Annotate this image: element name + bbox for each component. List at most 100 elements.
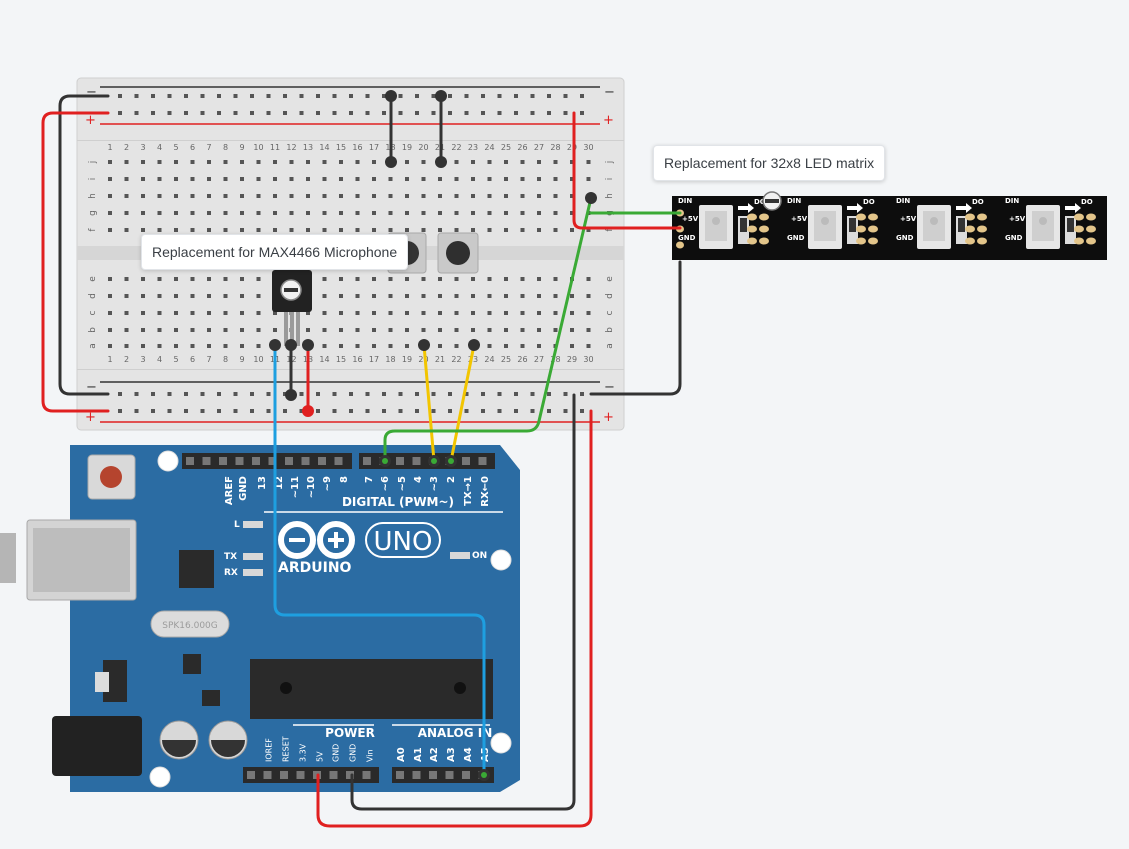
header-pin[interactable]: [186, 457, 194, 465]
column-label: 8: [223, 355, 228, 364]
pad-5v-label: +5V: [682, 215, 699, 223]
arduino-logo-icon: [278, 521, 355, 559]
pad-5v-label: +5V: [791, 215, 808, 223]
header-pin[interactable]: [462, 457, 470, 465]
arduino-brand: ARDUINO: [278, 560, 352, 576]
header-pin[interactable]: [219, 457, 227, 465]
led-on-label: ON: [472, 551, 487, 561]
row-label: e: [605, 276, 615, 282]
power-pin-label: IOREF: [265, 738, 274, 762]
header-pin[interactable]: [296, 771, 305, 779]
header-pin[interactable]: [280, 771, 288, 779]
potentiometer[interactable]: [272, 270, 312, 346]
column-label: 2: [124, 143, 129, 152]
column-label: 13: [303, 143, 313, 152]
digital-pin-label: 2: [446, 476, 457, 483]
column-label: 15: [336, 143, 346, 152]
digital-pin-label: ~3: [429, 476, 440, 491]
digital-pin-label: ~5: [397, 476, 408, 491]
digital-pin-label: ~11: [290, 476, 301, 498]
header-pin[interactable]: [235, 457, 244, 465]
column-label: 27: [534, 355, 544, 364]
column-label: 20: [418, 143, 428, 152]
digital-pin-label: TX→1: [463, 476, 474, 506]
pad-5v-label: +5V: [900, 215, 917, 223]
header-pin[interactable]: [329, 771, 338, 779]
arduino-uno-board[interactable]: SPK16.000G L TX RX ON ARDUINO UNO: [0, 445, 520, 792]
row-label: a: [88, 343, 98, 349]
header-pin[interactable]: [462, 771, 470, 779]
column-label: 30: [583, 355, 593, 364]
header-pin[interactable]: [412, 457, 421, 465]
wire-black-gnd-arduino: [350, 393, 576, 811]
arduino-model: UNO: [374, 527, 433, 557]
header-pin[interactable]: [346, 771, 354, 779]
column-label: 24: [484, 143, 494, 152]
column-label: 30: [583, 143, 593, 152]
column-label: 3: [140, 143, 145, 152]
column-label: 17: [369, 143, 379, 152]
row-label: h: [605, 193, 615, 199]
header-pin[interactable]: [412, 771, 421, 779]
header-pin[interactable]: [429, 771, 437, 779]
row-label: d: [605, 293, 615, 299]
column-label: 23: [468, 355, 478, 364]
wire-end: [285, 389, 297, 401]
column-label: 5: [173, 143, 178, 152]
header-pin[interactable]: [334, 457, 343, 465]
row-label: f: [605, 228, 615, 232]
push-button-right[interactable]: [437, 232, 479, 274]
wire-black-strip: [589, 260, 682, 396]
wire-yellow-btn2: [449, 343, 476, 463]
row-label: g: [88, 210, 98, 216]
header-pin[interactable]: [301, 457, 310, 465]
column-label: 11: [270, 143, 280, 152]
column-label: 28: [550, 143, 560, 152]
pad-gnd-label: GND: [678, 234, 696, 242]
wire-end: [269, 339, 281, 351]
header-pin[interactable]: [396, 771, 404, 779]
header-pin[interactable]: [268, 457, 277, 465]
header-pin[interactable]: [362, 771, 371, 779]
column-label: 18: [385, 355, 395, 364]
power-pin-label: GND: [332, 744, 341, 762]
header-pin[interactable]: [363, 457, 371, 465]
header-pin[interactable]: [263, 771, 272, 779]
column-label: 21: [435, 355, 445, 364]
header-pin[interactable]: [318, 457, 326, 465]
header-pin[interactable]: [478, 457, 487, 465]
header-pin[interactable]: [445, 771, 454, 779]
row-label: a: [605, 343, 615, 349]
column-label: 14: [319, 143, 329, 152]
wire-end: [302, 405, 314, 417]
column-label: 5: [173, 355, 178, 364]
wire-end: [385, 90, 397, 102]
column-label: 16: [352, 355, 362, 364]
digital-pin-label: ~10: [306, 476, 317, 498]
row-label: f: [88, 228, 98, 232]
column-label: 4: [157, 143, 162, 152]
digital-pin-label: 12: [274, 476, 285, 490]
column-label: 1: [107, 355, 112, 364]
digital-pin-label: 13: [257, 476, 268, 490]
header-pin[interactable]: [252, 457, 260, 465]
column-label: 12: [286, 143, 296, 152]
analog-pin-label: A1: [413, 747, 424, 762]
column-label: 7: [206, 143, 211, 152]
header-pin[interactable]: [285, 457, 293, 465]
row-label: c: [605, 310, 615, 315]
column-label: 23: [468, 143, 478, 152]
header-pin[interactable]: [202, 457, 211, 465]
power-pin-label: 3.3V: [299, 743, 308, 762]
wire-end: [302, 339, 314, 351]
header-pin[interactable]: [247, 771, 255, 779]
wire-endpoints: [269, 90, 597, 781]
rail-plus-top-right: +: [603, 113, 614, 128]
wire-red-5v-arduino: [316, 409, 593, 828]
pad-gnd-label: GND: [787, 234, 805, 242]
column-label: 6: [190, 143, 195, 152]
header-pin[interactable]: [396, 457, 404, 465]
analog-pin-label: A4: [463, 747, 474, 762]
